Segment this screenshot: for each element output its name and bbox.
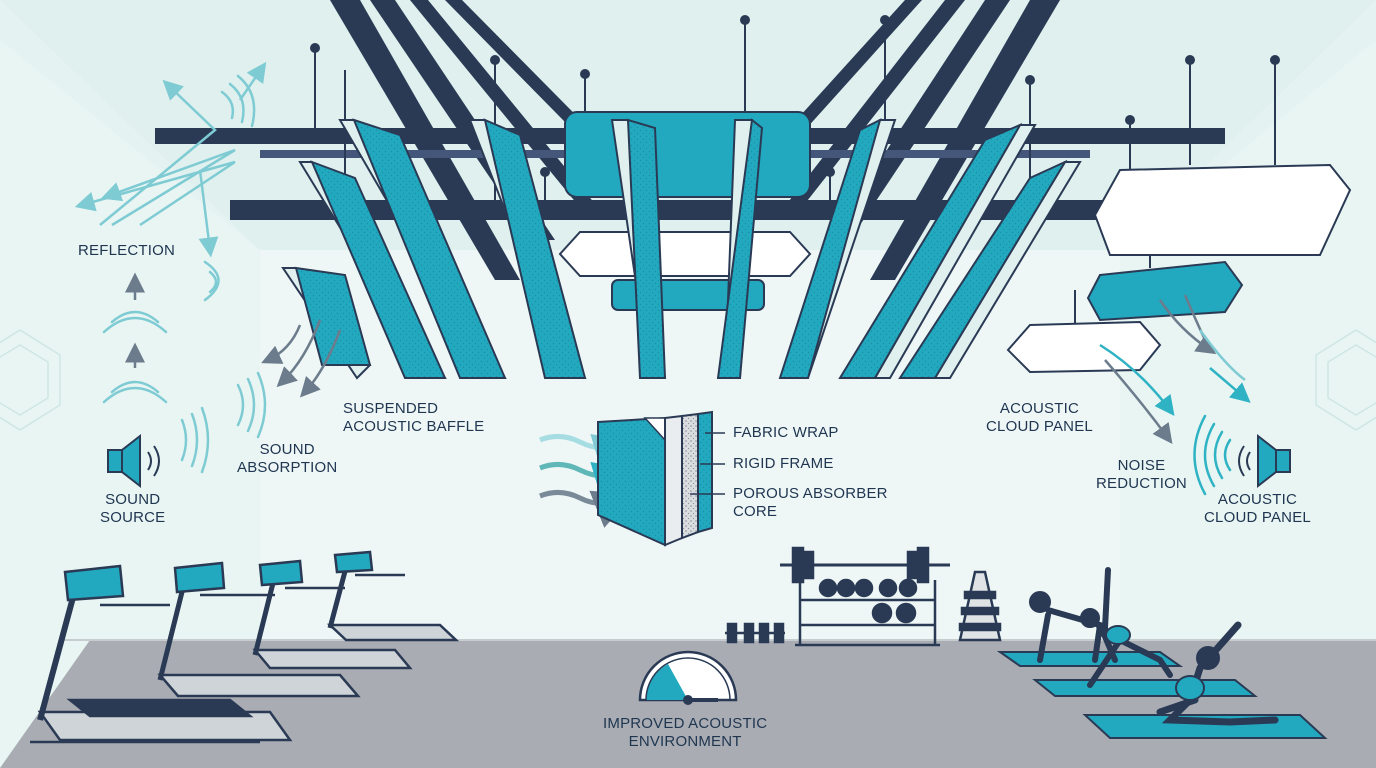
label-line: ENVIRONMENT	[628, 733, 742, 750]
speaker-icon	[1238, 433, 1291, 489]
label-line: ACOUSTIC	[999, 400, 1080, 417]
label-line: SUSPENDED	[343, 400, 439, 417]
ceiling-beams	[155, 0, 1225, 280]
gauge-icon	[638, 650, 738, 705]
label-line: ABSORPTION	[237, 459, 338, 476]
label-acoustic-cloud-panel-right: ACOUSTIC CLOUD PANEL	[1204, 491, 1311, 527]
label-reflection: REFLECTION	[78, 242, 176, 259]
label-line: REDUCTION	[1096, 475, 1187, 492]
sound-waves-left	[102, 74, 267, 474]
label-line: SOURCE	[100, 509, 166, 526]
label-line: POROUS ABSORBER	[733, 485, 888, 502]
label-line: CLOUD PANEL	[986, 418, 1093, 435]
sound-waves-right	[1193, 414, 1232, 496]
label-rigid-frame: RIGID FRAME	[733, 455, 834, 472]
sound-arrows-right	[1099, 294, 1251, 445]
label-sound-source: SOUND SOURCE	[100, 491, 165, 527]
sound-arrows-left	[74, 61, 342, 398]
label-suspended-baffle: SUSPENDED ACOUSTIC BAFFLE	[343, 400, 484, 436]
label-fabric-wrap: FABRIC WRAP	[733, 424, 839, 441]
label-line: ACOUSTIC	[1217, 491, 1298, 508]
treadmills	[30, 550, 460, 744]
yoga-area	[996, 567, 1328, 739]
label-line: IMPROVED ACOUSTIC	[603, 715, 768, 732]
panel-cross-section	[539, 410, 725, 547]
label-noise-reduction: NOISE REDUCTION	[1096, 457, 1187, 493]
label-line: CORE	[733, 503, 778, 520]
suspension-rods	[314, 20, 1276, 325]
label-line: CLOUD PANEL	[1204, 509, 1311, 526]
acoustic-baffles	[281, 118, 1082, 380]
label-acoustic-cloud-panel: ACOUSTIC CLOUD PANEL	[986, 400, 1093, 436]
weight-rack	[725, 546, 1002, 647]
label-line: ACOUSTIC BAFFLE	[343, 418, 485, 435]
label-line: SOUND	[259, 441, 315, 458]
label-porous-core: POROUS ABSORBER CORE	[733, 485, 888, 521]
label-line: NOISE	[1117, 457, 1166, 474]
speaker-icon	[107, 433, 160, 489]
label-improved-environment: IMPROVED ACOUSTIC ENVIRONMENT	[603, 715, 767, 751]
label-sound-absorption: SOUND ABSORPTION	[237, 441, 337, 477]
label-line: SOUND	[105, 491, 161, 508]
